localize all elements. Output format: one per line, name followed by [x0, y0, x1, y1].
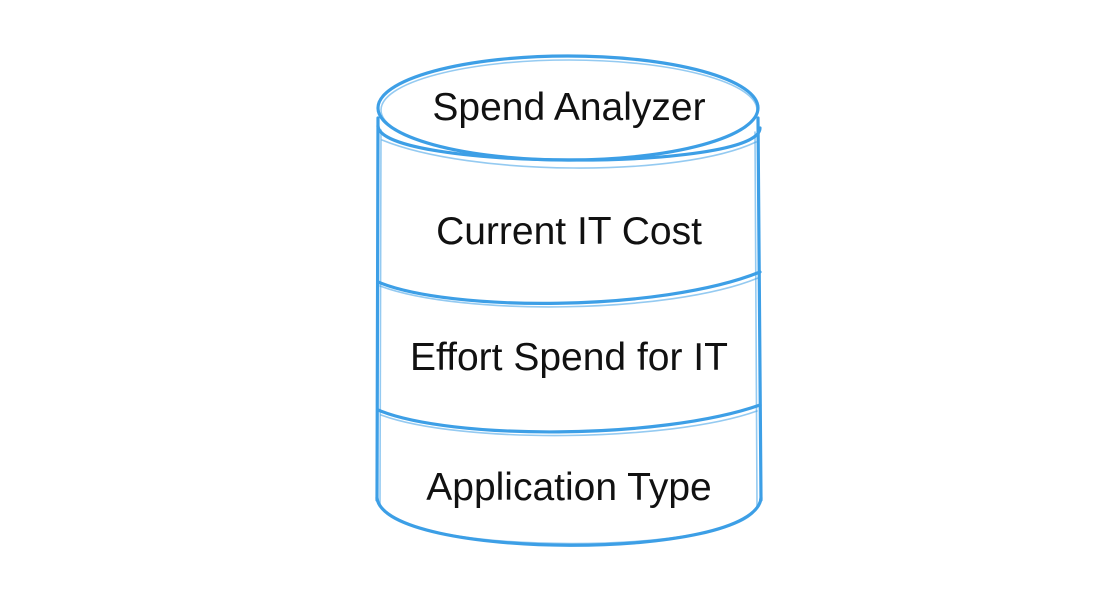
cylinder-right-wall-sketch [754, 131, 758, 506]
cylinder-title: Spend Analyzer [432, 86, 706, 129]
layer-divider-2 [376, 403, 762, 434]
cylinder-rim-line [376, 124, 762, 162]
cylinder-left-wall-sketch [379, 129, 382, 506]
layer-label-application-type: Application Type [426, 466, 712, 509]
layer-divider-1 [376, 270, 762, 305]
layer-label-effort-spend: Effort Spend for IT [410, 336, 728, 379]
cylinder-left-wall [375, 116, 380, 502]
layer-divider-2-sketch [380, 410, 758, 437]
layer-divider-1-sketch [379, 277, 759, 308]
cylinder-rim-sketch [381, 139, 757, 169]
cylinder-bottom-curve-sketch [380, 505, 758, 545]
layer-label-current-it-cost: Current IT Cost [436, 210, 702, 253]
cylinder-right-wall [756, 116, 763, 502]
cylinder-bottom-curve [375, 496, 763, 547]
